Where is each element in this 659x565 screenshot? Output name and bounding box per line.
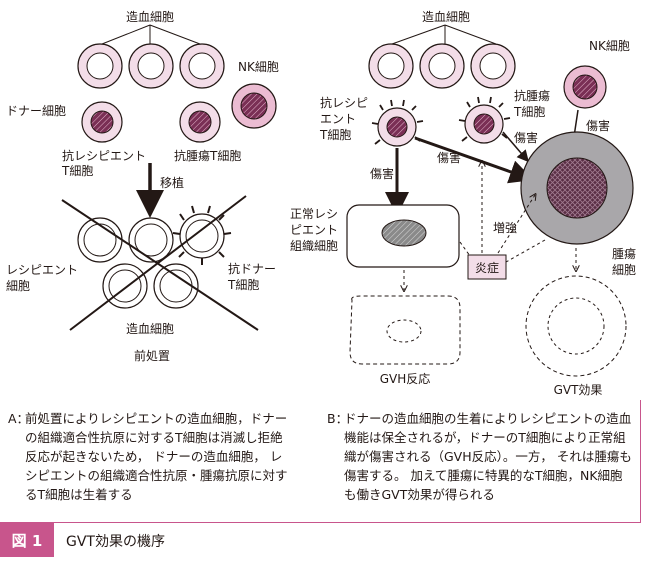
a-transplant-label: 移植 [160,175,184,190]
b-gvt-label: GVT効果 [554,382,603,397]
caption-b-text: ドナーの造血細胞の生着によりレシピエントの造血機能は保全されるが，ドナーのT細胞… [344,411,632,502]
b-inflammation-box: 炎症 [467,254,507,280]
b-enhance-label: 増強 [493,221,517,235]
a-anti-donor-label-2: T細胞 [227,278,259,292]
b-normal-tissue-label-1: 正常レシ [290,207,338,221]
a-hsc-bottom-label: 造血細胞 [126,322,174,336]
a-pretreatment-label: 前処置 [134,348,170,363]
b-anti-recipient-label-2: エント [320,112,356,126]
b-tissue-to-inflammation-line [459,241,471,257]
b-tumor-to-inflammation-line [505,239,546,263]
b-hsc-bracket [391,24,497,45]
b-normal-tissue-label-3: 組織細胞 [290,239,338,253]
b-inflammation-label: 炎症 [475,260,499,275]
b-injury-to-tissue-label: 傷害 [370,166,394,181]
b-hsc-label: 造血細胞 [422,10,470,24]
figure-frame-bottom [0,522,641,523]
a-hsc-bracket [101,24,201,45]
a-hsc-label: 造血細胞 [126,10,174,24]
b-tumor-label-2: 細胞 [612,263,636,277]
a-recipient-label-1: レシピエント [6,263,78,277]
b-gvh-label: GVH反応 [380,372,431,386]
b-nk-cell [563,65,607,109]
b-normal-tissue-cell [346,204,460,268]
a-cross-mark [61,195,259,331]
figure-number-badge: 図 1 [0,523,54,557]
caption-a-text: 前処置によりレシピエントの造血細胞，ドナーの組織適合性抗原に対するT細胞は消滅し… [25,411,288,502]
b-tumor-cell [520,131,634,245]
b-anti-tumor-label-1: 抗腫瘍 [514,88,550,103]
a-recipient-label-2: 細胞 [6,279,30,293]
b-normal-tissue-label-2: ピエント [290,223,338,237]
caption-a-key: A： [8,411,30,426]
b-tumor-label-1: 腫瘍 [612,246,636,261]
b-gvt-destroyed-tumor [525,275,627,377]
figure-title: GVT効果の機序 [66,534,165,550]
panel-a: 造血細胞 NK細胞 ドナー細胞 抗レシピエント T細胞 抗腫瘍T細胞 移 [6,10,279,363]
b-injury-to-tumor-label: 傷害 [437,150,461,165]
panel-b: 造血細胞 NK細胞 傷害 抗レシピ エント T細胞 抗腫瘍 T細胞 [290,10,636,397]
b-gvh-damaged-tissue [349,295,461,365]
b-anti-recipient-t-cell [371,99,424,147]
a-anti-recipient-t-cell [81,101,123,143]
b-nk-injury-label: 傷害 [586,118,610,133]
a-recipient-cells [77,205,232,309]
a-hsc-cells [77,43,225,89]
b-anti-recipient-label-1: 抗レシピ [320,95,368,110]
gvt-mechanism-diagram: 造血細胞 NK細胞 ドナー細胞 抗レシピエント T細胞 抗腫瘍T細胞 移 [6,10,636,397]
a-anti-recipient-label-1: 抗レシピエント [62,148,146,163]
b-anti-tumor-injury-arrow [502,131,529,163]
b-anti-recipient-label-3: T細胞 [319,128,351,142]
caption-b-key: B： [327,411,349,426]
b-anti-tumor-t-cell [458,96,511,144]
a-anti-recipient-label-2: T細胞 [61,164,93,178]
b-anti-tumor-injury-label: 傷害 [514,130,538,145]
a-anti-tumor-label: 抗腫瘍T細胞 [174,148,241,163]
b-nk-label: NK細胞 [589,39,630,53]
figure-frame-right [640,400,641,522]
a-nk-label: NK細胞 [238,60,279,74]
b-anti-tumor-label-2: T細胞 [513,105,545,119]
a-anti-tumor-t-cell [179,101,221,143]
b-hsc-cells [368,43,516,89]
a-donor-label: ドナー細胞 [6,104,66,118]
a-anti-donor-label-1: 抗ドナー [228,261,276,276]
a-nk-cell [231,83,277,129]
b-t-to-tumor-arrow [414,136,534,184]
